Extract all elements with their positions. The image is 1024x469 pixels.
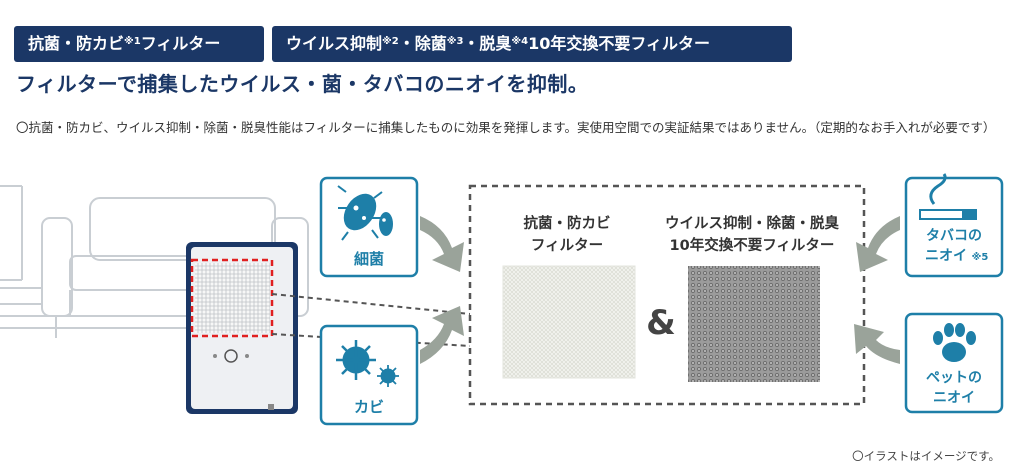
badge-text: 10年交換不要フィルター [528, 34, 711, 53]
filter-illustration: 細菌 カビ タバコの ニオイ ※5 ペットの ニオイ 抗菌 [0, 173, 1004, 426]
badge-text: ・脱臭 [463, 34, 512, 53]
pet-label-line2: ニオイ [933, 390, 975, 406]
right-filter-title-line1: ウイルス抑制・除菌・脱臭 [665, 214, 839, 232]
badge-text: ・除菌 [398, 34, 447, 53]
tobacco-card [904, 176, 1004, 278]
pet-card [904, 312, 1004, 414]
right-filter-title-line2: 10年交換不要フィルター [670, 236, 835, 254]
ampersand: & [646, 303, 676, 343]
mold-label: カビ [354, 398, 384, 416]
left-filter-title-line1: 抗菌・防カビ [524, 214, 611, 232]
antibacterial-filter-swatch [502, 265, 636, 379]
badge-text: 抗菌・防カビ [28, 34, 125, 53]
badge-footnote-mark: ※2 [382, 36, 399, 47]
mold-icon [336, 340, 399, 387]
badge-footnote-mark: ※1 [124, 36, 141, 47]
badge-footnote-mark: ※4 [511, 36, 529, 47]
headline: フィルターで捕集したウイルス・菌・タバコのニオイを抑制。 [16, 72, 589, 96]
bacteria-label: 細菌 [354, 250, 384, 268]
bacteria-card [319, 176, 419, 278]
badge-text: ウイルス抑制 [286, 34, 383, 53]
badge-virus-filter: ウイルス抑制※2・除菌※3・脱臭※410年交換不要フィルター [272, 26, 792, 62]
dehumidifier-illustration [186, 242, 298, 414]
disclaimer-note: 〇抗菌・防カビ、ウイルス抑制・除菌・脱臭性能はフィルターに捕集したものに効果を発… [16, 120, 996, 135]
tobacco-footnote-mark: ※5 [972, 251, 989, 263]
left-filter-title-line2: フィルター [531, 237, 603, 254]
badge-antibacterial-filter: 抗菌・防カビ※1フィルター [14, 26, 264, 62]
cigarette-icon [919, 173, 977, 220]
badge-footnote-mark: ※3 [446, 36, 464, 47]
bacteria-icon [337, 185, 393, 241]
tobacco-label-line2: ニオイ [925, 248, 967, 264]
illustration-note: 〇イラストはイメージです。 [852, 449, 1000, 463]
virus-filter-swatch [688, 266, 820, 382]
paw-icon [933, 323, 976, 362]
tobacco-label-line1: タバコの [926, 228, 982, 244]
pet-label-line1: ペットの [926, 370, 982, 386]
arrows [420, 216, 900, 364]
badge-text: フィルター [140, 34, 221, 53]
